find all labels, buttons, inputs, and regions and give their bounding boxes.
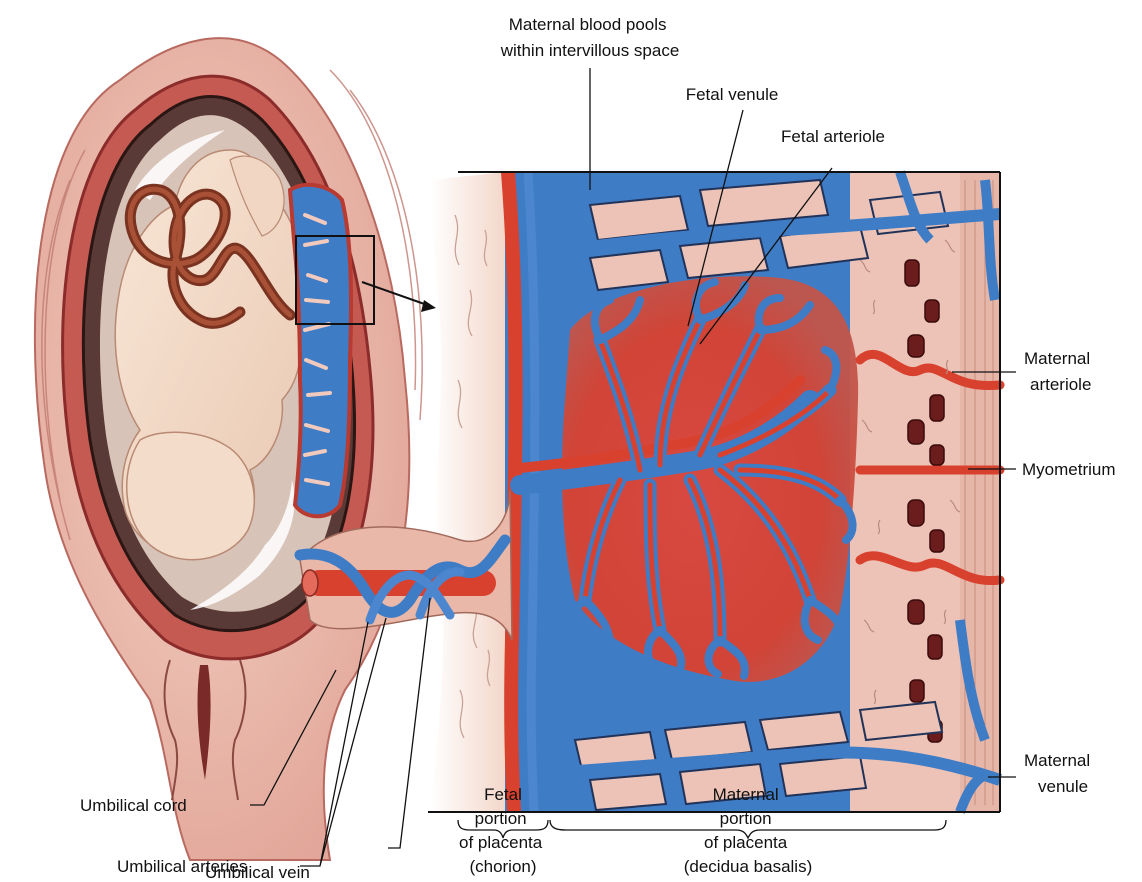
label-umbilical-cord: Umbilical cord <box>80 796 187 815</box>
label-maternal-blood-pools: Maternal blood pools within intervillous… <box>500 15 680 60</box>
placenta-small <box>290 185 351 516</box>
label-fetal-portion: Fetal <box>484 785 522 804</box>
label-maternal-venule: Maternal venule <box>1024 751 1095 796</box>
chorion-tissue <box>430 172 505 812</box>
uterus-illustration <box>35 38 436 860</box>
label-fetal-portion-lines: portion of placenta (chorion) <box>459 809 547 876</box>
cord-artery-end <box>302 570 318 596</box>
magnify-arrow-head <box>421 300 436 312</box>
leader-umbilical-vein <box>388 598 430 848</box>
label-umbilical-vein: Umbilical vein <box>205 863 310 882</box>
placenta-cross-section <box>428 172 1000 812</box>
label-fetal-arteriole: Fetal arteriole <box>781 127 885 146</box>
label-fetal-venule: Fetal venule <box>686 85 779 104</box>
label-myometrium: Myometrium <box>1022 460 1116 479</box>
label-maternal-arteriole: Maternal arteriole <box>1024 349 1095 394</box>
